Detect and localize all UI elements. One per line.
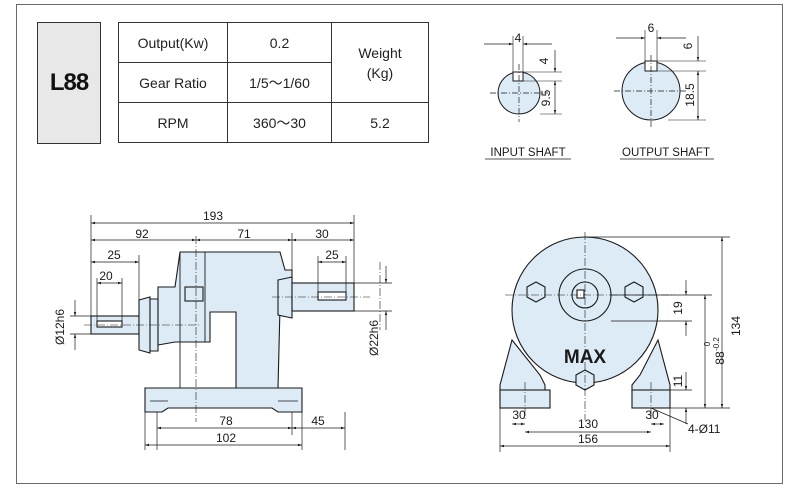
table-row: RPM 360～30 5.2: [118, 102, 429, 143]
front-dim-88: 88: [713, 351, 727, 365]
front-dim-130: 130: [578, 417, 598, 431]
side-housing-bolt: [184, 286, 204, 302]
front-dim-134: 134: [729, 316, 743, 336]
front-bolt-left: [526, 281, 546, 303]
front-dim-30-right: 30: [645, 408, 659, 422]
side-base: [144, 387, 303, 413]
weight-value: 5.2: [331, 102, 429, 143]
rpm-label: RPM: [118, 102, 228, 143]
input-shaft-section: [484, 36, 562, 122]
side-dimensions: [70, 215, 392, 450]
input-shaft-caption: INPUT SHAFT: [490, 147, 565, 159]
front-holes-label: 4-Ø11: [688, 422, 721, 436]
table-row: Gear Ratio 1/5～1/60: [118, 62, 429, 103]
input-shaft-keyway: [512, 71, 524, 82]
front-shaft-key: [576, 289, 585, 299]
model-label: L88: [37, 22, 101, 144]
front-dim-19: 19: [671, 301, 685, 315]
side-view: [90, 251, 355, 413]
input-shaft-dim-depth: 4: [537, 57, 551, 64]
input-shaft-dim-height: 9.5: [539, 89, 553, 106]
side-output-keyway: [317, 291, 347, 301]
side-dim-92: 92: [135, 227, 149, 241]
front-brand: MAX: [564, 347, 607, 368]
side-dim-overall: 193: [203, 209, 223, 223]
side-input-flange: [138, 296, 151, 354]
side-dim-78: 78: [219, 414, 233, 428]
side-gear-housing: [157, 251, 293, 389]
front-bolt-right: [624, 281, 644, 303]
output-shaft-dim-width: 6: [648, 21, 655, 35]
side-dim-25-right: 25: [325, 248, 339, 262]
side-dim-25-left: 25: [107, 248, 121, 262]
side-dia-input: Ø12h6: [53, 309, 67, 345]
side-dim-71: 71: [237, 227, 251, 241]
side-dia-output: Ø22h6: [367, 320, 381, 356]
front-dim-88-tol-lower: -0.2: [712, 337, 721, 351]
weight-label-line1: Weight: [358, 44, 402, 61]
side-centerlines: [84, 236, 381, 422]
spec-table: Output(Kw) 0.2 Weight (Kg) Gear Ratio 1/…: [118, 22, 429, 143]
side-dim-30: 30: [315, 227, 329, 241]
gear-ratio-value: 1/5～1/60: [227, 62, 332, 103]
front-dim-88-tol-upper: 0: [703, 341, 712, 346]
input-shaft-dim-width: 4: [515, 31, 522, 45]
side-output-hub: [277, 276, 293, 319]
output-shaft-caption: OUTPUT SHAFT: [622, 147, 710, 159]
side-dim-102: 102: [216, 431, 236, 445]
output-value: 0.2: [227, 22, 332, 63]
gear-ratio-label: Gear Ratio: [118, 62, 228, 103]
side-dim-20: 20: [99, 269, 113, 283]
output-shaft-dim-depth: 6: [681, 42, 695, 49]
front-dim-11: 11: [671, 374, 685, 387]
front-centerlines: [505, 232, 675, 420]
output-shaft-section: [614, 30, 706, 127]
rpm-value: 360～30: [227, 102, 332, 143]
side-input-keyway: [96, 320, 123, 328]
front-dim-30-left: 30: [512, 408, 526, 422]
weight-label-line2: (Kg): [366, 64, 394, 81]
side-dim-45: 45: [311, 414, 325, 428]
front-dim-156: 156: [578, 432, 598, 446]
output-shaft-dim-height: 18.5: [683, 83, 697, 107]
front-dimensions: [499, 236, 730, 452]
